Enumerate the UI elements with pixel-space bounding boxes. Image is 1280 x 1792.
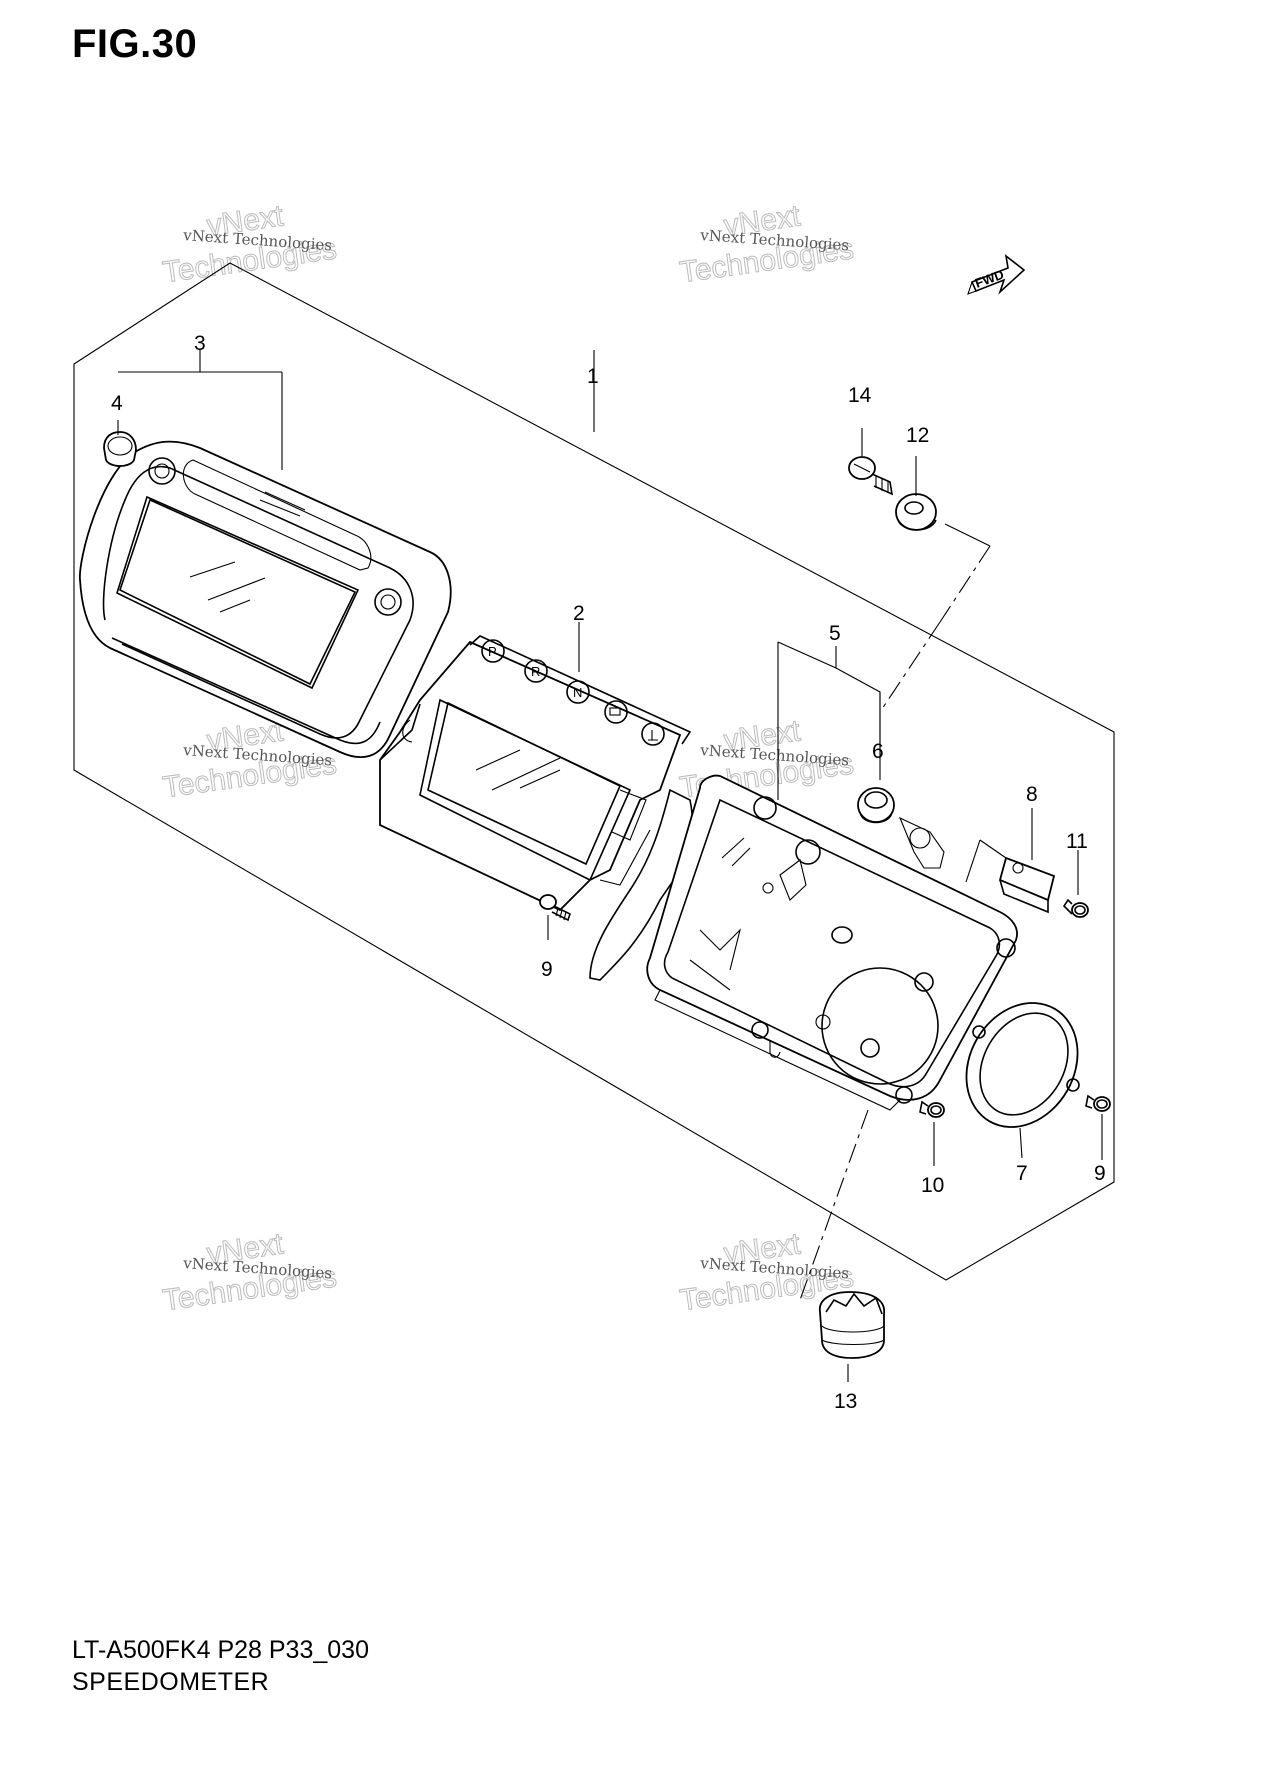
gear-indicator-N: N [566, 680, 590, 704]
callout-13: 13 [834, 1390, 857, 1413]
callout-2: 2 [573, 602, 585, 625]
callout-9a: 9 [541, 958, 553, 981]
callout-5: 5 [829, 622, 841, 645]
model-code: LT-A500FK4 P28 P33_030 [72, 1636, 369, 1664]
gear-letter: N [573, 685, 582, 700]
gear-indicator-R: R [524, 659, 548, 683]
gear-letter: P [488, 644, 497, 659]
screw-part-11 [1062, 898, 1089, 918]
callout-12: 12 [906, 424, 929, 447]
screw-part-10 [919, 1100, 945, 1118]
callout-8: 8 [1026, 783, 1038, 806]
callout-1: 1 [587, 365, 599, 388]
figure-title: FIG.30 [72, 22, 198, 66]
bulb-socket-part-13 [818, 1291, 885, 1359]
screw-part-14 [848, 456, 894, 496]
callout-10: 10 [921, 1174, 944, 1197]
screw-part-9b [1085, 1094, 1111, 1112]
leader-lines [117, 350, 1103, 1382]
callout-9b: 9 [1094, 1162, 1106, 1185]
grommet-part-6 [857, 787, 895, 824]
callout-3: 3 [194, 332, 206, 355]
meter-case-part [646, 774, 1018, 1111]
fwd-arrow-icon: FWD [967, 254, 1026, 295]
screw-part-9a [539, 894, 571, 922]
meter-cover-part [79, 440, 452, 759]
gear-indicator-P: P [481, 639, 505, 663]
clip-part-8 [998, 856, 1056, 914]
cap-part-4 [103, 431, 137, 467]
callout-6: 6 [872, 740, 884, 763]
callout-14: 14 [848, 384, 872, 407]
section-name: SPEEDOMETER [72, 1668, 270, 1690]
gear-letter: R [531, 664, 540, 679]
assembly-outline [73, 262, 1115, 1281]
ring-gasket-part-7 [965, 1002, 1080, 1128]
callout-4: 4 [111, 392, 123, 415]
wire-harness [589, 788, 694, 981]
indicator-lamp-icon [604, 700, 628, 724]
callout-7: 7 [1016, 1162, 1028, 1185]
callout-11: 11 [1066, 830, 1088, 853]
indicator-lamp-icon [641, 722, 665, 746]
grommet-part-12 [895, 493, 937, 531]
